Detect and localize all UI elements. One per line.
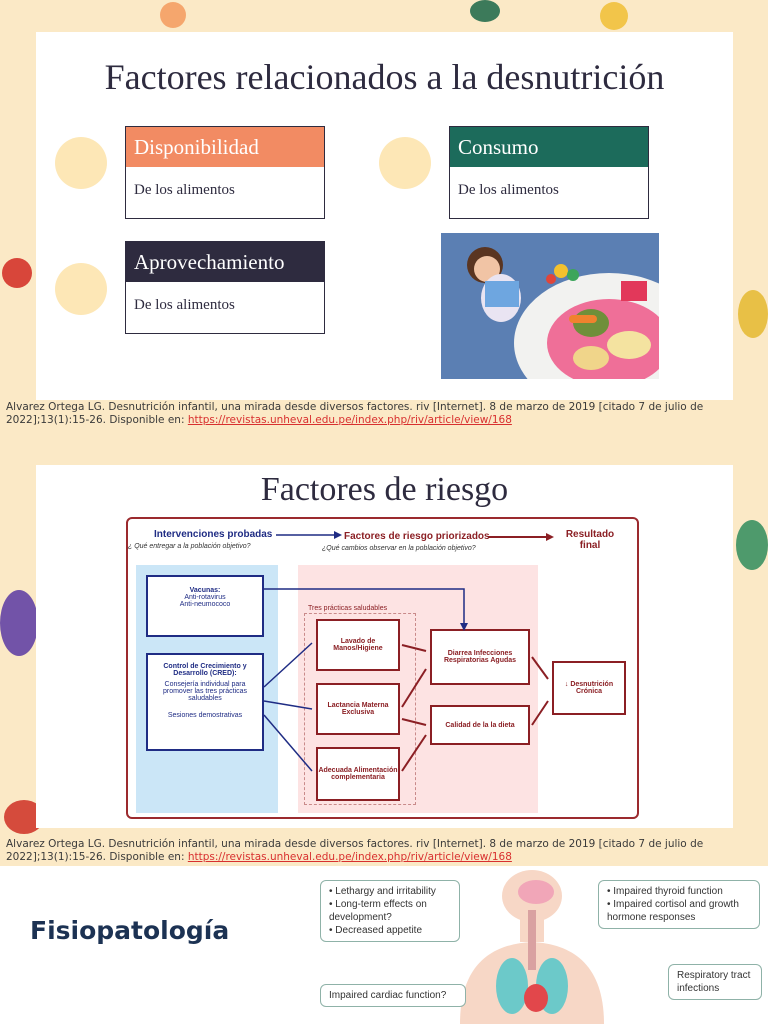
diagram-subheader-risk-factors: ¿Qué cambios observar en la población ob… [322, 545, 476, 552]
box-vacunas: Vacunas: Anti-rotavirus Anti-neumococo [146, 575, 264, 637]
card-title: Disponibilidad [126, 127, 324, 167]
callout-line: • Impaired cortisol and growth hormone r… [607, 899, 739, 923]
diagram-header-interventions: Intervenciones probadas [154, 529, 273, 540]
callout-line: • Lethargy and irritability [329, 886, 436, 897]
vacunas-item: Anti-rotavirus [184, 594, 226, 601]
box-cred: Control de Crecimiento y Desarrollo (CRE… [146, 653, 264, 751]
result-label: ↓ Desnutrición Crónica [564, 681, 614, 695]
box-alimentacion: Adecuada Alimentación complementaria [316, 747, 400, 801]
card-body: De los alimentos [458, 182, 559, 198]
decoration-green-dot [470, 0, 500, 22]
callout-nervous: • Lethargy and irritability • Long-term … [320, 880, 460, 942]
card-title: Aprovechamiento [126, 242, 324, 282]
callout-line: Respiratory tract infections [677, 970, 751, 994]
human-body-illustration [460, 870, 604, 1024]
callout-cardiac: Impaired cardiac function? [320, 984, 466, 1007]
decoration-yellow-pear [738, 290, 768, 338]
box-desnutricion-cronica: ↓ Desnutrición Crónica [552, 661, 626, 715]
section-title: Fisiopatología [30, 916, 230, 945]
slide-fisiopatologia: Fisiopatología • Lethargy and irritabili… [0, 866, 768, 1024]
box-lavado-manos: Lavado de Manos/Higiene [316, 619, 400, 671]
citation-link[interactable]: https://revistas.unheval.edu.pe/index.ph… [187, 851, 512, 863]
risk-label: Diarrea Infecciones Respiratorias Agudas [443, 650, 517, 664]
citation-link[interactable]: https://revistas.unheval.edu.pe/index.ph… [187, 414, 512, 426]
practices-label: Tres prácticas saludables [308, 605, 388, 612]
diagram-header-result: Resultado final [565, 529, 615, 551]
decoration-red-dot [2, 258, 32, 288]
box-calidad-dieta: Calidad de la la dieta [430, 705, 530, 745]
callout-line: • Impaired thyroid function [607, 886, 723, 897]
citation-text: Alvarez Ortega LG. Desnutrición infantil… [6, 838, 704, 863]
diagram-arrows [276, 531, 554, 541]
bullet-circle [379, 137, 431, 189]
citation-1: Alvarez Ortega LG. Desnutrición infantil… [6, 401, 746, 427]
box-lactancia: Lactancia Materna Exclusiva [316, 683, 400, 735]
callout-line: Impaired cardiac function? [329, 990, 447, 1001]
practice-label: Lactancia Materna Exclusiva [327, 702, 389, 716]
bullet-circle [55, 263, 107, 315]
decoration-yellow-dot [600, 2, 628, 30]
card-disponibilidad: Disponibilidad De los alimentos [125, 126, 325, 219]
cred-body: Consejería individual para promover las … [162, 681, 248, 702]
callout-endocrine: • Impaired thyroid function • Impaired c… [598, 880, 760, 929]
child-eating-photo [441, 233, 659, 379]
slide-factores-relacionados: Factores relacionados a la desnutrición … [36, 32, 733, 400]
decoration-purple-dot [0, 590, 38, 656]
slide-factores-de-riesgo: Factores de riesgo Intervenciones probad… [36, 465, 733, 828]
cred-extra: Sesiones demostrativas [167, 712, 243, 719]
decoration-green-leaf [736, 520, 768, 570]
citation-2: Alvarez Ortega LG. Desnutrición infantil… [6, 838, 762, 864]
cred-title: Control de Crecimiento y Desarrollo (CRE… [163, 663, 247, 677]
bullet-circle [55, 137, 107, 189]
diagram-subheader-interventions: ¿ Qué entregar a la población objetivo? [128, 543, 251, 550]
risk-factors-diagram: Intervenciones probadas ¿ Qué entregar a… [126, 517, 639, 819]
vacunas-item: Anti-neumococo [179, 601, 231, 608]
callout-line: • Decreased appetite [329, 925, 423, 936]
callout-respiratory: Respiratory tract infections [668, 964, 762, 1000]
citation-text: Alvarez Ortega LG. Desnutrición infantil… [6, 401, 704, 426]
decoration-orange-dot [160, 2, 186, 28]
card-title: Consumo [450, 127, 648, 167]
card-body: De los alimentos [134, 297, 235, 313]
card-body: De los alimentos [134, 182, 235, 198]
card-aprovechamiento: Aprovechamiento De los alimentos [125, 241, 325, 334]
slide-title: Factores relacionados a la desnutrición [104, 57, 665, 97]
practice-label: Adecuada Alimentación complementaria [318, 767, 398, 781]
callout-line: • Long-term effects on development? [329, 899, 427, 923]
practice-label: Lavado de Manos/Higiene [333, 638, 383, 652]
diagram-header-risk-factors: Factores de riesgo priorizados [344, 531, 490, 542]
vacunas-title: Vacunas: [189, 587, 221, 594]
card-consumo: Consumo De los alimentos [449, 126, 649, 219]
slide-title: Factores de riesgo [260, 471, 509, 508]
box-diarrea: Diarrea Infecciones Respiratorias Agudas [430, 629, 530, 685]
risk-label: Calidad de la la dieta [445, 721, 515, 729]
